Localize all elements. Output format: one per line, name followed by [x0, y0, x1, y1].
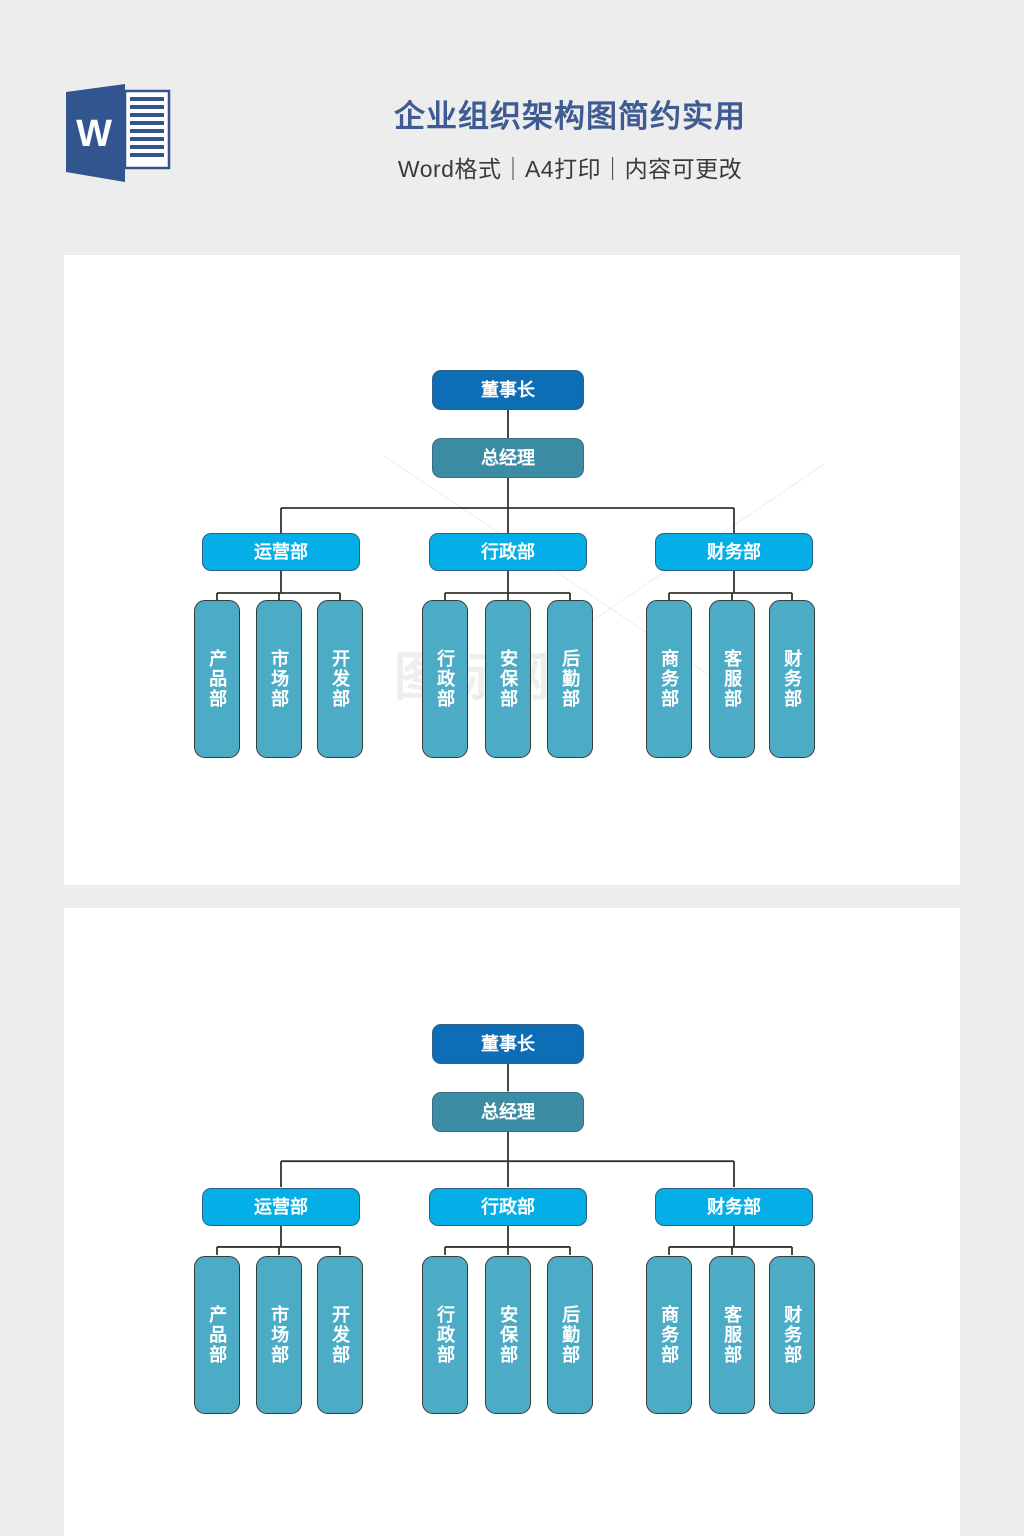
node-department-2-label: 行政部 [481, 1196, 535, 1217]
connector-lines [216, 410, 793, 600]
node-department-2-label: 行政部 [481, 541, 535, 562]
node-team-2-2[interactable]: 安保部 [485, 1256, 531, 1414]
node-team-2-2-label: 安保部 [498, 649, 519, 709]
node-department-1-label: 运营部 [254, 1196, 308, 1217]
node-team-1-3[interactable]: 开发部 [317, 1256, 363, 1414]
node-general-manager-label: 总经理 [481, 1101, 535, 1122]
node-department-3-label: 财务部 [707, 1196, 761, 1217]
node-department-3-label: 财务部 [707, 541, 761, 562]
node-team-2-1[interactable]: 行政部 [422, 600, 468, 758]
node-team-2-3[interactable]: 后勤部 [547, 600, 593, 758]
page-title: 企业组织架构图简约实用 [394, 99, 746, 134]
node-team-3-2[interactable]: 客服部 [709, 1256, 755, 1414]
node-team-3-2[interactable]: 客服部 [709, 600, 755, 758]
node-department-1-label: 运营部 [254, 541, 308, 562]
document-page-1: 图标网 董事长总经理运营部产品部市场部开发部行政部行政部安保部后勤部财务部商务部… [64, 255, 960, 885]
node-team-2-1[interactable]: 行政部 [422, 1256, 468, 1414]
node-team-1-1[interactable]: 产品部 [194, 1256, 240, 1414]
node-team-3-2-label: 客服部 [722, 649, 743, 709]
connector-lines [216, 1063, 793, 1255]
node-chairman-label: 董事长 [481, 1033, 535, 1054]
node-team-3-1[interactable]: 商务部 [646, 600, 692, 758]
node-team-1-1[interactable]: 产品部 [194, 600, 240, 758]
node-team-1-2[interactable]: 市场部 [256, 600, 302, 758]
node-team-2-2-label: 安保部 [498, 1305, 519, 1365]
node-department-3[interactable]: 财务部 [655, 1188, 813, 1226]
node-team-3-3-label: 财务部 [782, 649, 803, 709]
word-logo: W [63, 84, 173, 182]
node-team-2-3-label: 后勤部 [560, 1305, 581, 1365]
node-team-3-3[interactable]: 财务部 [769, 1256, 815, 1414]
node-team-3-3-label: 财务部 [782, 1305, 803, 1365]
node-team-3-1[interactable]: 商务部 [646, 1256, 692, 1414]
node-team-2-3-label: 后勤部 [560, 649, 581, 709]
word-logo-letter: W [76, 113, 112, 155]
page-subtitle: Word格式｜A4打印｜内容可更改 [397, 156, 743, 182]
node-chairman[interactable]: 董事长 [432, 1024, 584, 1064]
node-team-1-1-label: 产品部 [207, 649, 228, 709]
org-chart-2: 董事长总经理运营部产品部市场部开发部行政部行政部安保部后勤部财务部商务部客服部财… [64, 908, 960, 1536]
node-department-1[interactable]: 运营部 [202, 1188, 360, 1226]
node-team-2-3[interactable]: 后勤部 [547, 1256, 593, 1414]
node-department-2[interactable]: 行政部 [429, 1188, 587, 1226]
node-team-1-3-label: 开发部 [330, 1305, 351, 1365]
node-team-1-3[interactable]: 开发部 [317, 600, 363, 758]
document-page-2: 董事长总经理运营部产品部市场部开发部行政部行政部安保部后勤部财务部商务部客服部财… [64, 908, 960, 1536]
node-team-2-2[interactable]: 安保部 [485, 600, 531, 758]
node-chairman-label: 董事长 [481, 379, 535, 400]
node-team-1-2-label: 市场部 [269, 1305, 290, 1365]
node-team-1-2[interactable]: 市场部 [256, 1256, 302, 1414]
node-general-manager[interactable]: 总经理 [432, 438, 584, 478]
header-text-block: 企业组织架构图简约实用 Word格式｜A4打印｜内容可更改 [200, 95, 940, 189]
node-team-3-2-label: 客服部 [722, 1305, 743, 1365]
node-team-2-1-label: 行政部 [435, 649, 456, 709]
node-general-manager[interactable]: 总经理 [432, 1092, 584, 1132]
node-team-1-2-label: 市场部 [269, 649, 290, 709]
node-team-1-1-label: 产品部 [207, 1305, 228, 1365]
node-team-3-1-label: 商务部 [659, 649, 680, 709]
node-team-1-3-label: 开发部 [330, 649, 351, 709]
node-department-1[interactable]: 运营部 [202, 533, 360, 571]
node-team-3-1-label: 商务部 [659, 1305, 680, 1365]
header-banner: W 企业组织架构图简约实用 Word格式｜A4打印｜内容可更改 [0, 0, 1024, 255]
node-department-2[interactable]: 行政部 [429, 533, 587, 571]
node-chairman[interactable]: 董事长 [432, 370, 584, 410]
node-general-manager-label: 总经理 [481, 447, 535, 468]
node-team-3-3[interactable]: 财务部 [769, 600, 815, 758]
node-team-2-1-label: 行政部 [435, 1305, 456, 1365]
node-department-3[interactable]: 财务部 [655, 533, 813, 571]
org-chart-1: 董事长总经理运营部产品部市场部开发部行政部行政部安保部后勤部财务部商务部客服部财… [64, 255, 960, 885]
